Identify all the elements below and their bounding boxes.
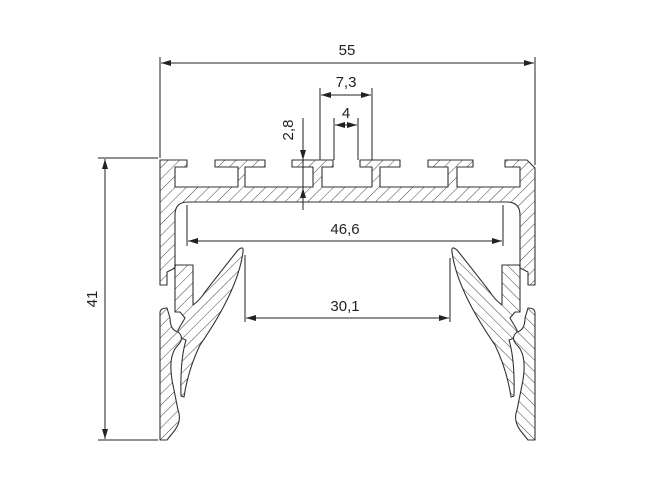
dim-label-4: 4 <box>342 105 350 122</box>
dim-slot-depth: 2,8 <box>280 118 306 210</box>
dim-overall-height: 41 <box>84 157 158 441</box>
left-reflector <box>159 247 244 441</box>
dim-slot-pitch: 7,3 <box>319 74 373 160</box>
dim-label-41: 41 <box>84 291 101 308</box>
dim-label-55: 55 <box>339 42 356 59</box>
dim-label-2-8: 2,8 <box>280 120 297 141</box>
dim-label-30-1: 30,1 <box>330 298 359 315</box>
profile-top-plate <box>159 159 536 286</box>
dim-label-7-3: 7,3 <box>336 74 357 91</box>
dim-label-46-6: 46,6 <box>330 221 359 238</box>
right-reflector <box>451 247 536 441</box>
dim-overall-width: 55 <box>159 42 536 165</box>
dim-slot-opening: 4 <box>333 105 359 160</box>
dim-reflector-opening: 30,1 <box>244 255 451 322</box>
dim-inner-width: 46,6 <box>186 205 504 246</box>
